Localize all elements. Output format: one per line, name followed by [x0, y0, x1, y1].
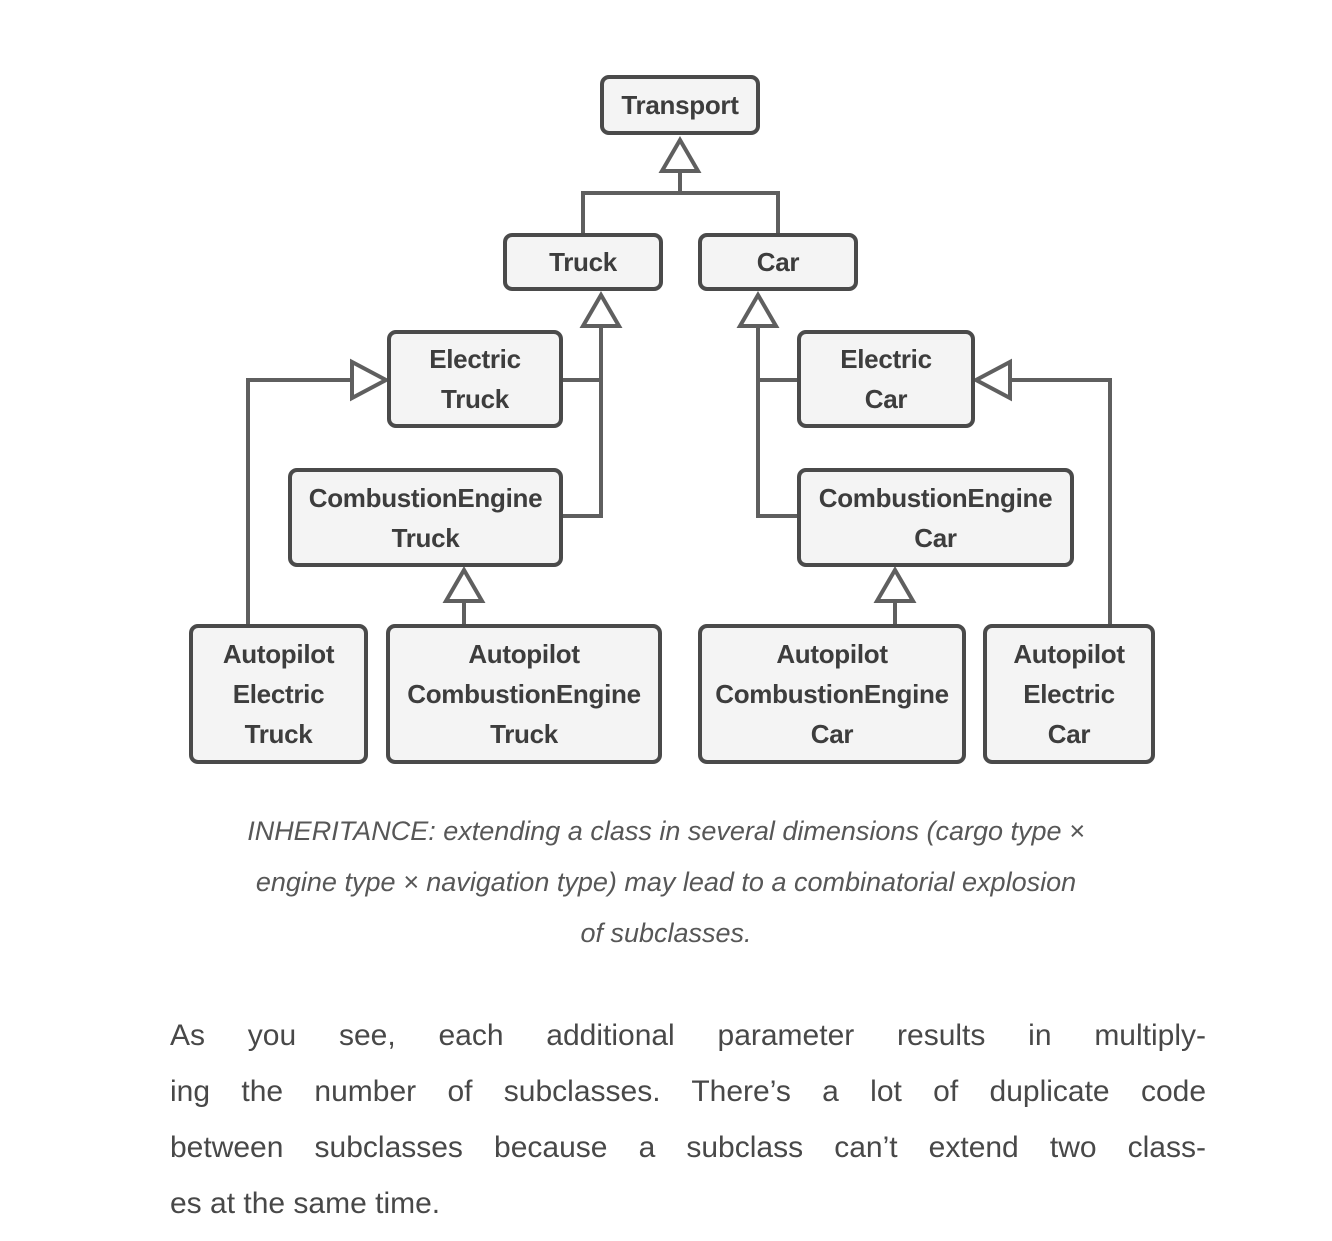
connector-electric-truck-to-autopilot	[246, 378, 352, 624]
body-paragraph-line-4: es at the same time.	[170, 1187, 441, 1220]
arrowhead-car	[736, 291, 780, 328]
connector-electric-car-to-autopilot	[1010, 378, 1112, 624]
class-node-transport-label: Transport	[621, 90, 739, 120]
figure-caption-line-3: of subclasses.	[580, 918, 752, 948]
class-node-electric-truck: Electric Truck	[387, 330, 563, 428]
body-paragraph-line-3: between subclasses because a subclass ca…	[170, 1131, 1206, 1164]
class-node-combustion-engine-truck-label: CombustionEngine Truck	[308, 482, 543, 553]
arrowhead-truck	[579, 291, 623, 328]
class-node-electric-car-label: Electric Car	[840, 344, 932, 414]
class-node-combustion-engine-car: CombustionEngine Car	[797, 468, 1074, 567]
arrowhead-electric-car	[971, 358, 1012, 402]
body-paragraph: As you see, each additional parameter re…	[170, 1008, 1206, 1232]
class-node-car-label: Car	[756, 247, 800, 277]
class-node-car: Car	[698, 233, 858, 291]
class-node-autopilot-combustion-engine-truck: Autopilot CombustionEngine Truck	[386, 624, 662, 764]
class-node-autopilot-electric-car-label: Autopilot Electric Car	[1013, 639, 1125, 749]
body-paragraph-line-1: As you see, each additional parameter re…	[170, 1019, 1206, 1052]
arrowhead-combustion-engine-truck	[442, 566, 486, 603]
arrowhead-transport	[658, 136, 702, 173]
arrowhead-combustion-engine-car	[873, 566, 917, 603]
connector-truck-to-subclasses	[563, 326, 603, 518]
inheritance-connectors	[246, 136, 1112, 624]
class-node-truck-label: Truck	[549, 247, 617, 277]
class-node-autopilot-electric-car: Autopilot Electric Car	[983, 624, 1155, 764]
class-node-autopilot-electric-truck-label: Autopilot Electric Truck	[222, 639, 335, 749]
connector-lines	[246, 168, 1112, 624]
figure-caption-line-2: engine type × navigation type) may lead …	[255, 867, 1077, 897]
connector-transport-to-truck-car	[581, 168, 780, 233]
class-node-autopilot-electric-truck: Autopilot Electric Truck	[189, 624, 368, 764]
class-node-autopilot-combustion-engine-truck-label: Autopilot CombustionEngine Truck	[407, 639, 641, 749]
class-node-transport: Transport	[600, 75, 760, 135]
figure-caption: INHERITANCE: extending a class in severa…	[116, 806, 1216, 959]
class-node-autopilot-combustion-engine-car: Autopilot CombustionEngine Car	[698, 624, 966, 764]
inheritance-diagram: Transport Truck Car Electric Truck Elect…	[189, 75, 1155, 764]
class-node-autopilot-combustion-engine-car-label: Autopilot CombustionEngine Car	[715, 639, 949, 749]
arrowhead-electric-truck	[350, 358, 391, 402]
class-node-combustion-engine-truck: CombustionEngine Truck	[288, 468, 563, 567]
class-node-electric-truck-label: Electric Truck	[429, 344, 521, 414]
body-paragraph-line-2: ing the number of subclasses. There’s a …	[170, 1075, 1206, 1108]
class-node-combustion-engine-car-label: CombustionEngine Car	[818, 482, 1053, 553]
connector-car-to-subclasses	[756, 326, 797, 518]
figure-caption-line-1: INHERITANCE: extending a class in severa…	[247, 816, 1085, 846]
class-node-electric-car: Electric Car	[797, 330, 975, 428]
inheritance-arrowheads	[350, 136, 1012, 603]
class-node-truck: Truck	[503, 233, 663, 291]
